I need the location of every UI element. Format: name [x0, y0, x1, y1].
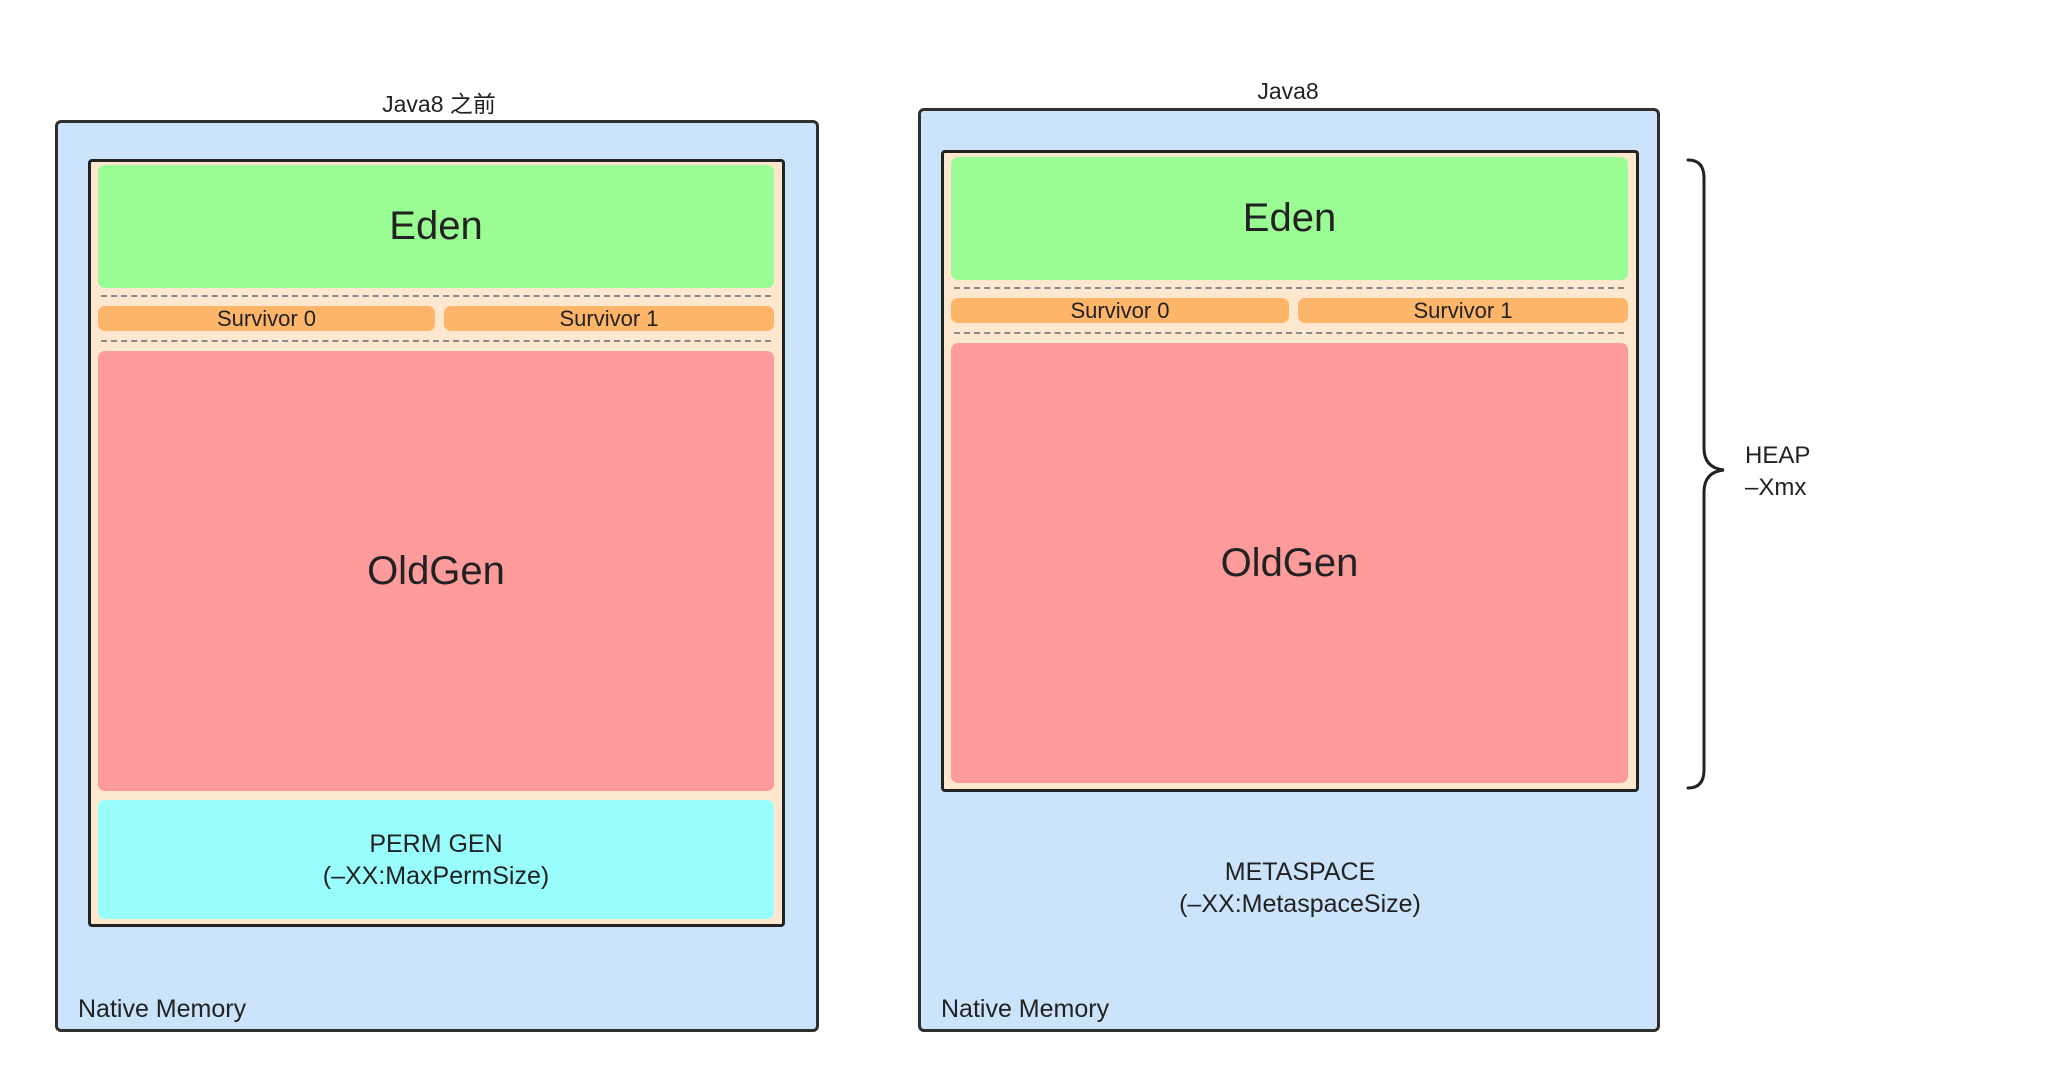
right-dashed-divider-bottom	[954, 332, 1624, 334]
left-panel-title: Java8 之前	[382, 91, 496, 117]
right-survivor-1-region: Survivor 1	[1298, 298, 1628, 323]
left-eden-region: Eden	[98, 165, 774, 288]
heap-brace-icon	[1686, 158, 1725, 790]
left-dashed-divider-bottom	[101, 340, 771, 342]
left-oldgen-region: OldGen	[98, 351, 774, 791]
right-survivor-0-region: Survivor 0	[951, 298, 1289, 323]
right-eden-region: Eden	[951, 157, 1628, 280]
right-metaspace-label: METASPACE	[1224, 858, 1376, 886]
right-dashed-divider-top	[954, 287, 1624, 289]
left-permgen-region: PERM GEN (–XX:MaxPermSize)	[98, 800, 774, 919]
heap-label-title: HEAP	[1745, 442, 1811, 469]
right-metaspace-text: METASPACE (–XX:MetaspaceSize)	[1105, 856, 1495, 920]
left-native-memory-label: Native Memory	[78, 995, 247, 1023]
left-survivor-1-region: Survivor 1	[444, 306, 774, 331]
left-permgen-option: (–XX:MaxPermSize)	[322, 861, 550, 890]
right-native-memory-label: Native Memory	[941, 995, 1110, 1023]
right-metaspace-option: (–XX:MetaspaceSize)	[1179, 890, 1421, 918]
heap-label: HEAP –Xmx	[1745, 440, 1810, 504]
right-oldgen-region: OldGen	[951, 343, 1628, 783]
left-permgen-label: PERM GEN	[369, 829, 503, 858]
left-dashed-divider-top	[101, 295, 771, 297]
heap-label-option: –Xmx	[1745, 474, 1807, 501]
right-panel-title: Java8	[1257, 78, 1319, 104]
left-survivor-0-region: Survivor 0	[98, 306, 435, 331]
